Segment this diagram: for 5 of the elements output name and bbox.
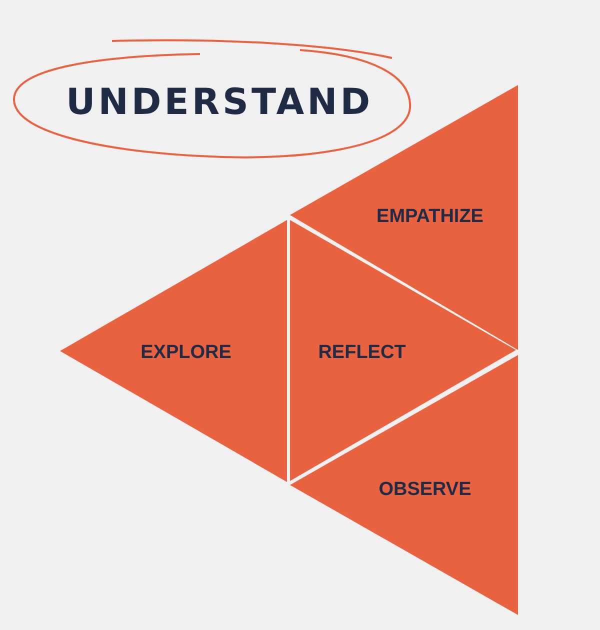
- segment-label: REFLECT: [318, 342, 406, 364]
- segment-label: OBSERVE: [378, 479, 472, 501]
- segment-label: EMPATHIZE: [376, 206, 484, 228]
- title: UNDERSTAND: [66, 82, 374, 123]
- segment-label: EXPLORE: [140, 342, 232, 364]
